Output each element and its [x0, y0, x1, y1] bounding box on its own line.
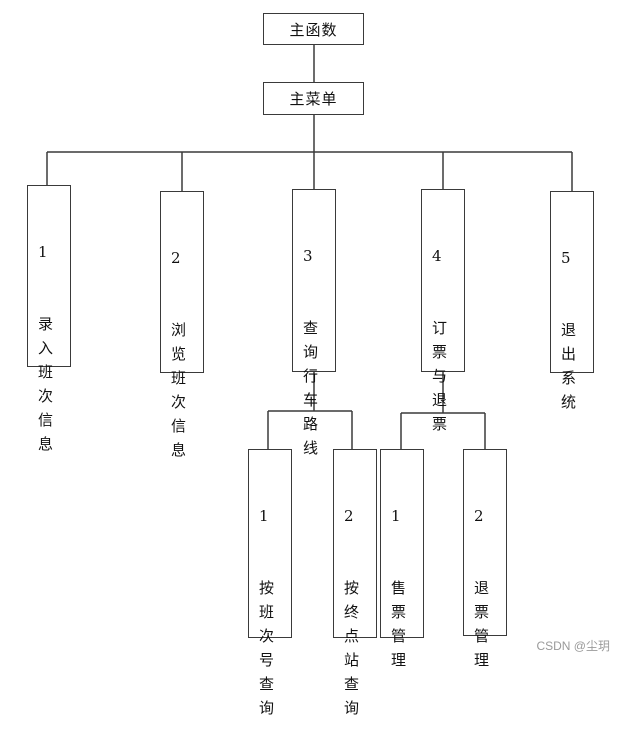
connector-lines	[46, 45, 573, 449]
menu-item-label: 浏 览 班 次 信 息	[171, 321, 187, 459]
submenu-query-by-trip-number: 1 按 班 次 号 查 询	[248, 449, 292, 717]
submenu-item-label: 退 票 管 理	[474, 579, 490, 669]
menu-item-enter-schedule: 1 录 入 班 次 信 息	[27, 185, 71, 453]
menu-item-label: 录 入 班 次 信 息	[38, 315, 54, 453]
menu-item-number: 2	[171, 249, 181, 267]
main-menu-label: 主菜单	[289, 90, 338, 108]
menu-item-number: 4	[432, 247, 442, 265]
submenu-item-number: 1	[259, 507, 269, 525]
main-menu-box: 主菜单	[263, 82, 364, 115]
main-function-box: 主函数	[263, 13, 364, 45]
submenu-ticket-sales: 1 售 票 管 理	[380, 449, 424, 669]
submenu-item-label: 按 班 次 号 查 询	[259, 579, 275, 717]
main-function-label: 主函数	[289, 20, 338, 39]
menu-item-label: 退 出 系 统	[561, 321, 577, 411]
submenu-item-label: 按 终 点 站 查 询	[344, 579, 360, 717]
menu-item-label: 订 票 与 退 票	[432, 319, 448, 433]
menu-item-booking-refund: 4 订 票 与 退 票	[421, 189, 465, 433]
submenu-item-label: 售 票 管 理	[391, 579, 407, 669]
menu-item-query-route: 3 查 询 行 车 路 线	[292, 189, 336, 457]
submenu-query-by-terminal: 2 按 终 点 站 查 询	[333, 449, 377, 717]
menu-item-number: 3	[303, 247, 313, 265]
menu-item-label: 查 询 行 车 路 线	[303, 319, 319, 457]
submenu-ticket-refund: 2 退 票 管 理	[463, 449, 507, 669]
menu-item-number: 1	[38, 243, 48, 261]
submenu-item-number: 2	[344, 507, 354, 525]
menu-item-number: 5	[561, 249, 571, 267]
watermark: CSDN @尘玥	[536, 639, 610, 653]
menu-item-exit-system: 5 退 出 系 统	[550, 191, 594, 411]
menu-item-browse-schedule: 2 浏 览 班 次 信 息	[160, 191, 204, 459]
submenu-item-number: 2	[474, 507, 484, 525]
submenu-item-number: 1	[391, 507, 401, 525]
